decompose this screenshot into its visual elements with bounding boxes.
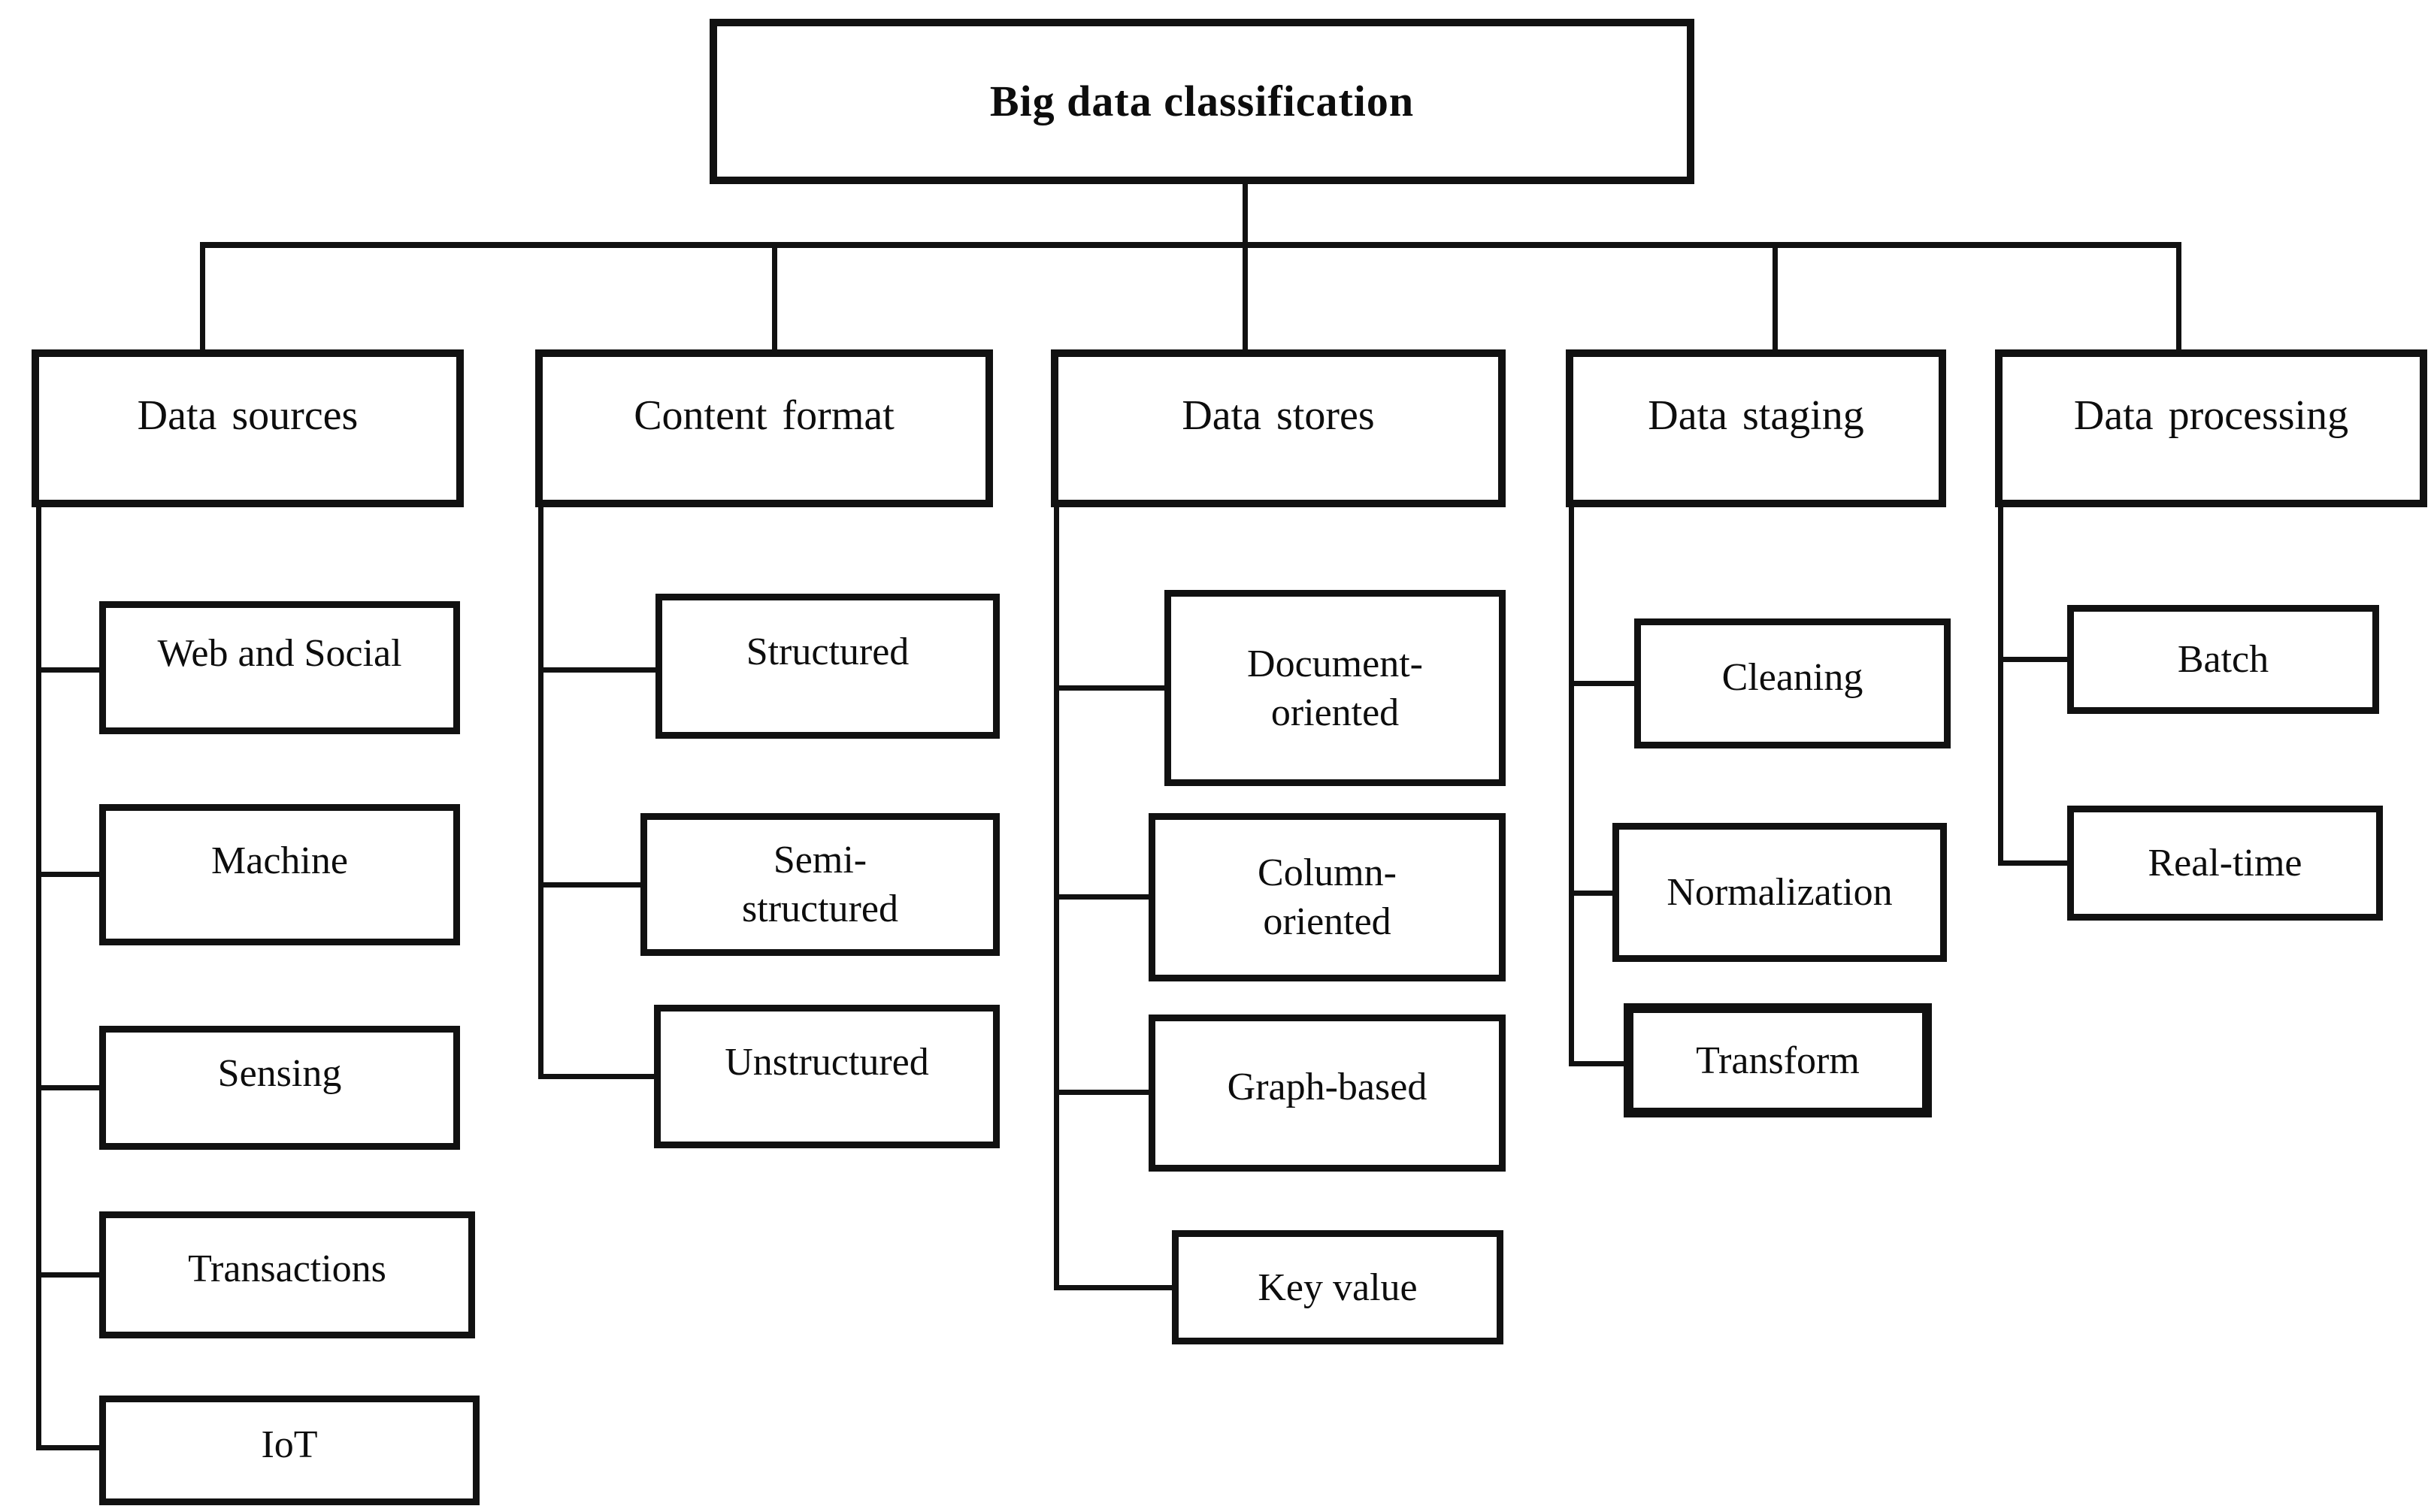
connector-bus: [200, 242, 2181, 248]
stub-key-value: [1054, 1285, 1172, 1290]
stub-transform: [1569, 1061, 1624, 1066]
node-transform: Transform: [1624, 1003, 1932, 1117]
stub-document-oriented: [1054, 685, 1164, 691]
spine-data-sources: [36, 505, 41, 1450]
stub-sensing: [36, 1085, 99, 1090]
column-header-content-format: Content format: [535, 349, 993, 507]
stub-machine: [36, 872, 99, 877]
column-header-data-processing: Data processing: [1995, 349, 2427, 507]
node-sensing: Sensing: [99, 1026, 460, 1150]
column-header-data-staging: Data staging: [1566, 349, 1946, 507]
node-web-and-social: Web and Social: [99, 601, 460, 734]
stub-transactions: [36, 1272, 99, 1278]
node-cleaning: Cleaning: [1634, 618, 1951, 748]
connector-drop-content-format: [772, 242, 777, 349]
column-header-data-stores: Data stores: [1051, 349, 1506, 507]
stub-web-and-social: [36, 667, 99, 673]
node-real-time: Real-time: [2067, 806, 2383, 921]
node-normalization: Normalization: [1612, 823, 1947, 962]
connector-drop-data-staging: [1773, 242, 1778, 349]
stub-normalization: [1569, 891, 1612, 896]
stub-column-oriented: [1054, 894, 1149, 900]
node-semi-structured: Semi- structured: [640, 813, 1000, 956]
node-transactions: Transactions: [99, 1211, 475, 1338]
stub-semi-structured: [538, 882, 643, 888]
stub-graph-based: [1054, 1090, 1149, 1095]
stub-iot: [36, 1445, 99, 1450]
connector-drop-data-processing: [2176, 242, 2181, 349]
node-graph-based: Graph-based: [1149, 1015, 1506, 1172]
node-iot: IoT: [99, 1396, 480, 1505]
spine-data-processing: [1998, 505, 2003, 866]
node-batch: Batch: [2067, 605, 2379, 714]
node-unstructured: Unstructured: [654, 1005, 1000, 1148]
stub-unstructured: [538, 1074, 657, 1079]
node-machine: Machine: [99, 804, 460, 945]
connector-drop-data-sources: [200, 242, 205, 349]
stub-real-time: [1998, 860, 2067, 866]
spine-content-format: [538, 505, 543, 1079]
node-document-oriented: Document- oriented: [1164, 590, 1506, 786]
stub-batch: [1998, 657, 2067, 662]
connector-title-drop: [1243, 183, 1248, 349]
root-node-big-data-classification: Big data classification: [710, 19, 1694, 184]
stub-structured: [538, 667, 658, 673]
spine-data-staging: [1569, 505, 1574, 1066]
stub-cleaning: [1569, 681, 1634, 686]
node-structured: Structured: [655, 594, 1000, 739]
node-column-oriented: Column- oriented: [1149, 813, 1506, 981]
column-header-data-sources: Data sources: [32, 349, 464, 507]
node-key-value: Key value: [1172, 1230, 1503, 1344]
